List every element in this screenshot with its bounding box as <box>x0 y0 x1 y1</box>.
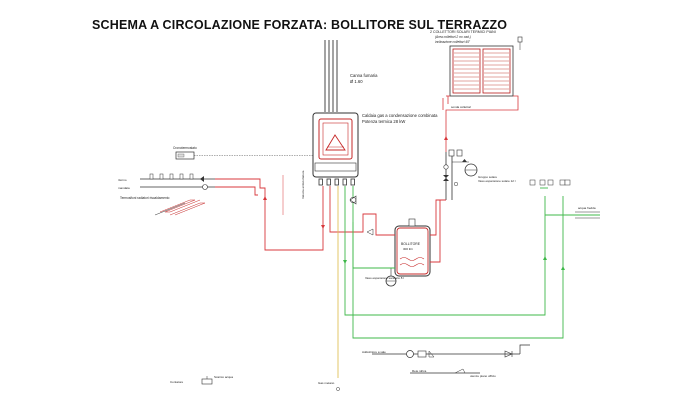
utenze-label: utenze piano ufficio <box>470 374 496 378</box>
caldaia-label-2: Potenza termica 28 kW <box>362 119 405 124</box>
check-valve-icon <box>504 350 513 358</box>
boiler-unit-icon <box>312 112 359 178</box>
storage-tank-icon <box>394 218 431 277</box>
acqua-fredda-label: acqua fredda <box>578 206 596 210</box>
collector-sensor-icon <box>517 36 523 50</box>
sanitary-expansion-vessel-icon <box>385 268 397 287</box>
gruppo-solare-label: Gruppo solare <box>478 175 497 179</box>
expansion-vessel-icon <box>452 159 478 177</box>
addolcitore-label: Addolcitore a sale <box>362 350 386 354</box>
faucet-icon <box>454 368 466 374</box>
caldaia-label-1: Caldaia gas a condensazione combinata <box>362 113 438 118</box>
mandata-label: mandata <box>118 186 130 190</box>
sonda-label: sonda collettori <box>451 105 472 109</box>
hot-pipe-arrows <box>263 136 448 229</box>
valve-icon <box>349 195 374 236</box>
cold-water-piping <box>344 186 600 339</box>
contatore-label: Contatore <box>170 380 184 384</box>
solar-collector-panel-icon <box>449 45 514 97</box>
gas-terminal-icon <box>336 387 340 391</box>
solar-pump-group-icon <box>443 149 463 200</box>
radiator-manifold-icon <box>140 173 215 190</box>
right-cold-line <box>575 211 600 219</box>
bollitore-label: BOLLITORE <box>401 242 421 246</box>
bollitore-cap-label: 300 litri <box>403 247 413 251</box>
canna-fumaria-dim: Ø 1.60 <box>350 79 363 84</box>
collettori-title: 2 COLLETTORI SOLARI TERMICI PIANI <box>430 30 496 34</box>
cold-pipe-arrows <box>343 256 565 270</box>
canna-fumaria-label: Canna fumaria <box>350 73 378 78</box>
boiler-outlets <box>318 178 355 186</box>
diagram-title: SCHEMA A CIRCOLAZIONE FORZATA: BOLLITORE… <box>92 18 508 32</box>
scarico-label: Scarico acqua <box>214 375 233 379</box>
riscaldamento-label: Termosifoni radiatori riscaldamento <box>120 196 170 200</box>
vaso-sanitario-label: Vaso espansione sanitario 8 l <box>365 276 404 280</box>
hot-water-piping <box>215 175 446 263</box>
gas-label: Gas metano <box>318 381 335 385</box>
drain-icon <box>201 376 213 385</box>
thermostat-icon <box>175 151 313 160</box>
solar-loop-pipes <box>442 95 519 152</box>
tap-group-icon <box>529 179 571 186</box>
rete-idrica-label: Rete idrica <box>412 369 427 373</box>
ritorno-label: ritorno <box>118 178 127 182</box>
floor-heating-grid-icon <box>154 199 206 216</box>
water-meter-icon <box>406 350 435 358</box>
chimney-pipe-icon <box>324 40 338 112</box>
inlet-line <box>372 344 530 374</box>
collettori-sub-2: inclinazione collettori 45° <box>435 40 471 44</box>
valvola-label: Valvola antiscottatura <box>301 170 305 199</box>
vaso-solare-label: Vaso espansione solare 12 l <box>478 179 516 183</box>
cronotermostato-label: Cronotermostato <box>173 146 197 150</box>
collettori-sub-1: (Area collettori 2 m² cad.) <box>435 35 471 39</box>
